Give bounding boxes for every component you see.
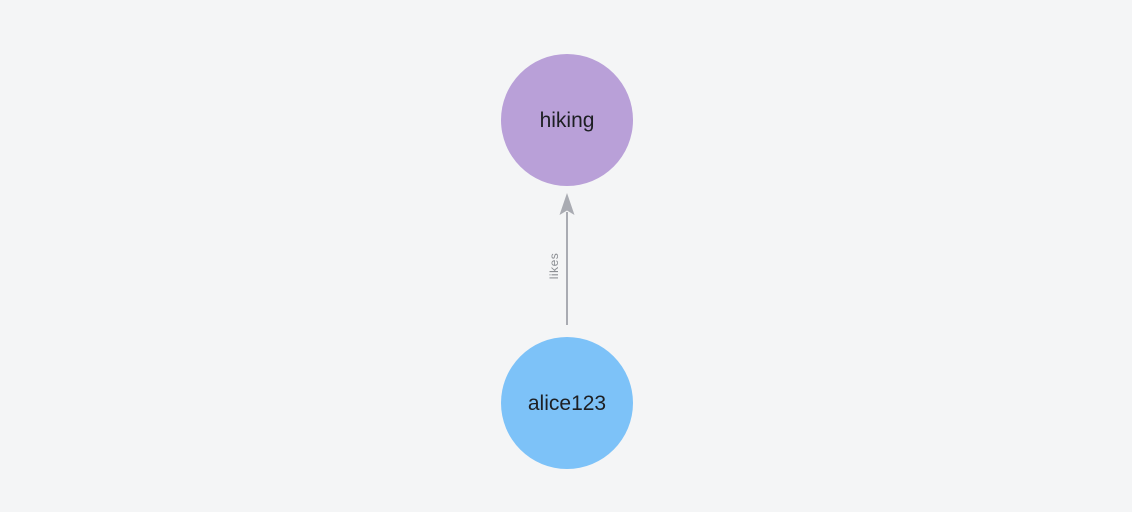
node-label: hiking xyxy=(540,109,595,132)
node-hiking[interactable]: hiking xyxy=(501,54,633,186)
node-circle[interactable] xyxy=(501,337,633,469)
node-alice123[interactable]: alice123 xyxy=(501,337,633,469)
node-label: alice123 xyxy=(528,392,606,415)
node-circle[interactable] xyxy=(501,54,633,186)
edge-label: likes xyxy=(547,253,561,280)
edge-alice123-likes-hiking[interactable]: likes xyxy=(547,193,575,325)
edge-arrowhead-icon xyxy=(559,193,575,215)
